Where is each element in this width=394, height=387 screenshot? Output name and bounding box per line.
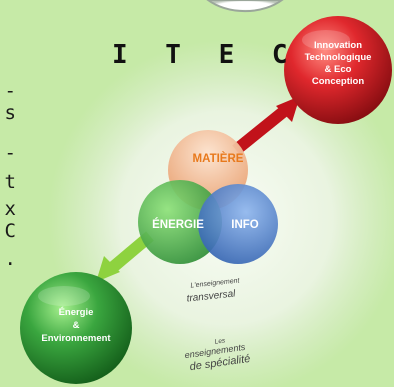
left-text-line-5: x [4,198,16,220]
left-text-line-1: - [4,80,16,102]
innovation-line-3: & Eco [324,64,352,75]
innovation-label: Innovation Technologique & Eco Conceptio… [290,40,386,88]
left-text-line-7: . [4,248,16,270]
matiere-label: MATIÈRE [192,153,244,165]
left-text-line-3: - [4,142,16,164]
top-sphere-fragment [206,0,284,13]
itec-title: I T E C [112,40,299,70]
left-text-line-6: C [4,220,16,242]
environnement-line-3: Environnement [41,333,111,344]
environnement-label: Énergie & Environnement [24,306,128,345]
innovation-sphere [284,16,392,124]
left-text-line-2: s [4,102,16,124]
info-circle [198,184,278,264]
environnement-sphere [20,272,132,384]
energie-label: ÉNERGIE [152,219,204,231]
environnement-line-1: Énergie [58,307,94,318]
arrow-to-innovation [232,96,300,155]
innovation-line-2: Technologique [304,52,372,63]
environnement-line-2: & [72,320,80,331]
left-text-line-4: t [4,171,16,193]
innovation-line-1: Innovation [313,40,363,51]
info-label: INFO [231,219,259,231]
innovation-line-4: Conception [311,76,365,87]
energie-circle [138,180,222,264]
